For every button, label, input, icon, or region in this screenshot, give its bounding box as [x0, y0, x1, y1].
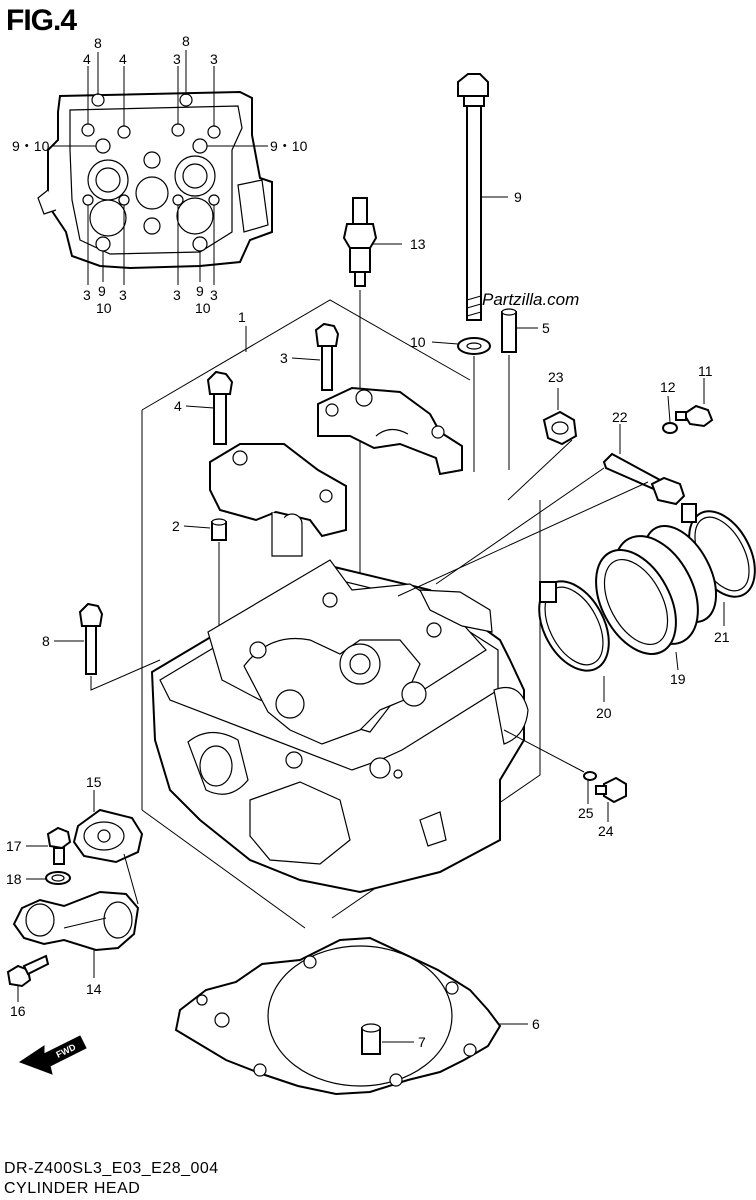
callout-19: 19 [670, 671, 686, 687]
forward-arrow-icon: FWD [18, 1035, 87, 1075]
cap-23 [542, 410, 578, 446]
bolt-8-side [78, 602, 104, 675]
callout-16: 16 [10, 1003, 26, 1019]
callout-4: 4 [174, 398, 182, 414]
washer-25 [583, 771, 597, 781]
figure-title: FIG.4 [6, 4, 77, 37]
dowel-2 [211, 518, 227, 541]
bolt-22 [602, 452, 686, 506]
callout-3: 3 [173, 51, 181, 67]
camshaft-holder-exhaust [317, 386, 463, 476]
clamp-20 [538, 580, 610, 672]
spark-plug-13 [342, 197, 378, 287]
diagram-code: DR-Z400SL3_E03_E28_004 [4, 1160, 219, 1177]
callout-20: 20 [596, 705, 612, 721]
callout-22: 22 [612, 409, 628, 425]
washer-10 [457, 337, 491, 355]
head-top-view [37, 90, 273, 270]
washer-12 [662, 422, 678, 434]
intake-boot-19 [595, 524, 718, 655]
callout-10: 10 [96, 300, 112, 316]
callout-3: 3 [210, 51, 218, 67]
callout-24: 24 [598, 823, 614, 839]
callout-6: 6 [532, 1016, 540, 1032]
head-gasket-6 [174, 936, 502, 1096]
callout-13: 13 [410, 236, 426, 252]
callout-4: 4 [83, 51, 91, 67]
head-bolt-long [457, 73, 489, 321]
camshaft-holder-intake [209, 443, 347, 557]
callout-9-10: 9・10 [270, 138, 308, 154]
callout-9: 9 [196, 283, 204, 299]
callout-8: 8 [94, 35, 102, 51]
dowel-7 [361, 1023, 381, 1055]
callout-8: 8 [42, 633, 50, 649]
dowel-pin-5 [501, 308, 517, 353]
callout-10: 10 [195, 300, 211, 316]
callout-23: 23 [548, 369, 564, 385]
thermostat-cover-14 [12, 890, 140, 952]
callout-9: 9 [514, 189, 522, 205]
cylinder-head-body [150, 559, 529, 894]
callout-4: 4 [119, 51, 127, 67]
bolt-16 [6, 954, 50, 988]
callout-10: 10 [410, 334, 426, 350]
callout-7: 7 [418, 1034, 426, 1050]
callout-17: 17 [6, 838, 22, 854]
bolt-3-upper [314, 322, 340, 391]
thermostat-case-15 [72, 808, 144, 864]
callout-8: 8 [182, 33, 190, 49]
callout-14: 14 [86, 981, 102, 997]
callout-9: 9 [98, 283, 106, 299]
callout-3: 3 [83, 287, 91, 303]
o-ring-18 [45, 871, 71, 885]
callout-2: 2 [172, 518, 180, 534]
callout-12: 12 [660, 379, 676, 395]
callout-21: 21 [714, 629, 730, 645]
brand-watermark: Partzilla.com [482, 290, 580, 309]
callout-15: 15 [86, 774, 102, 790]
callout-labels: 8 8 4 4 3 3 9・10 9・10 3 9 3 10 3 9 3 10 … [6, 33, 730, 1050]
callout-3: 3 [280, 350, 288, 366]
bolt-11 [675, 404, 714, 428]
bolt-4-upper [206, 370, 234, 445]
callout-3: 3 [173, 287, 181, 303]
callout-18: 18 [6, 871, 22, 887]
diagram-subtitle: CYLINDER HEAD [4, 1180, 141, 1197]
callout-5: 5 [542, 320, 550, 336]
callout-25: 25 [578, 805, 594, 821]
callout-1: 1 [238, 309, 246, 325]
callout-3: 3 [210, 287, 218, 303]
bolt-17 [46, 826, 72, 865]
callout-11: 11 [698, 363, 713, 379]
bolt-24 [595, 776, 627, 804]
callout-9-10: 9・10 [12, 138, 50, 154]
callout-3: 3 [119, 287, 127, 303]
top-view-leaders [52, 50, 268, 285]
